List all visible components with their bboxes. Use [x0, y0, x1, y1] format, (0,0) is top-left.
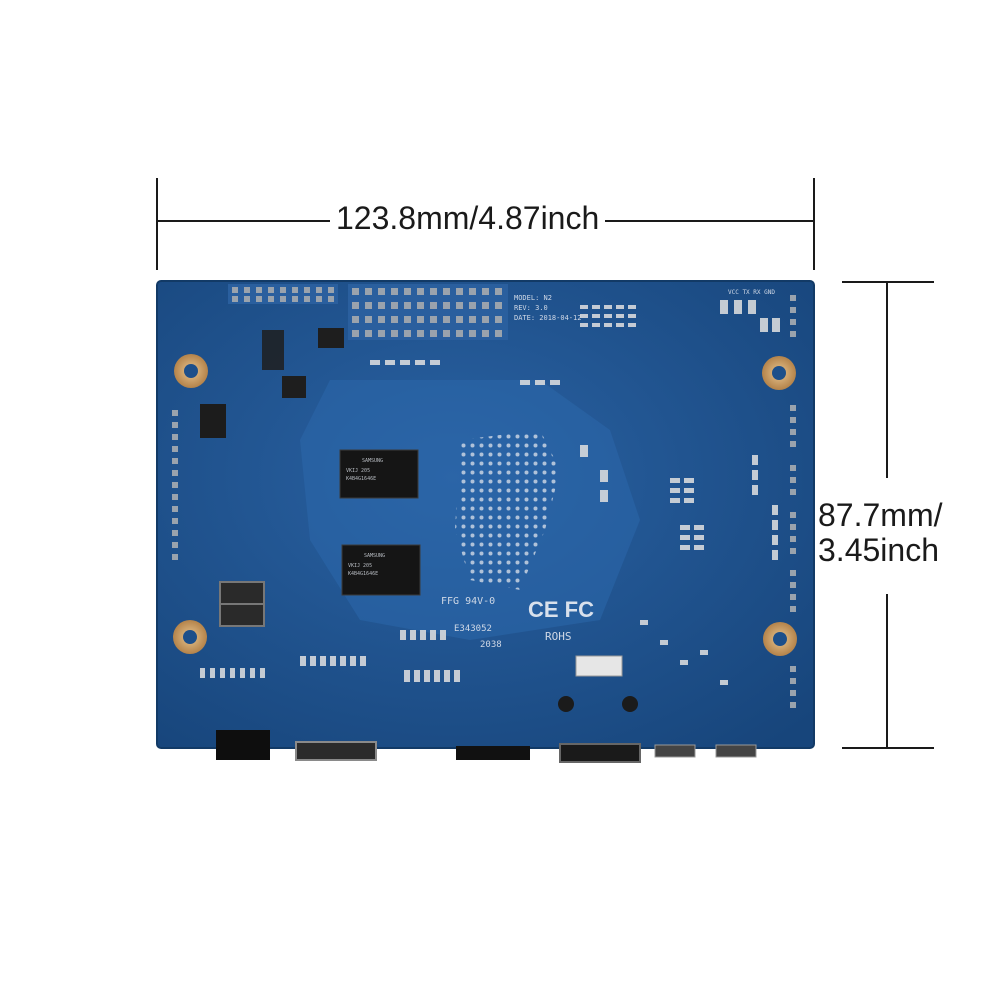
- svg-text:SAMSUNG: SAMSUNG: [362, 458, 383, 464]
- gpio-header-main: [348, 284, 508, 340]
- gpio-header-left: [228, 284, 338, 304]
- height-dimension-label-line1: 87.7mm/: [818, 497, 943, 533]
- small-ic-1: [318, 328, 344, 348]
- memory-chip-2: SAMSUNG VKIJ 205 K4B4G1646E: [341, 544, 421, 596]
- date-text: DATE: 2018-04-12: [514, 314, 581, 322]
- width-dimension-label: 123.8mm/4.87inch: [330, 202, 606, 234]
- right-pin-header: [790, 295, 796, 708]
- bottom-connectors: [216, 655, 757, 763]
- model-silkscreen: MODEL: N2 REV: 3.0 DATE: 2018-04-12: [514, 294, 581, 322]
- svg-text:VKIJ 205: VKIJ 205: [346, 468, 370, 474]
- rev-text: REV: 3.0: [514, 304, 548, 312]
- height-dimension-top-tick: [842, 281, 934, 283]
- height-dimension-bottom-tick: [842, 747, 934, 749]
- height-dimension-line-upper: [886, 282, 888, 478]
- hdmi-port: [295, 741, 377, 761]
- via-field: [455, 430, 560, 590]
- svg-text:2038: 2038: [480, 640, 502, 650]
- small-ic-3: [262, 330, 284, 370]
- audio-jack: [456, 746, 530, 760]
- svg-text:K4B4G1646E: K4B4G1646E: [346, 476, 376, 482]
- width-dimension-left-tick: [156, 178, 158, 270]
- svg-text:FFG 94V-0: FFG 94V-0: [441, 596, 495, 607]
- mounting-hole-bottom-left: [173, 620, 207, 654]
- dc-jack: [216, 730, 270, 760]
- power-inductor-1: [219, 581, 265, 605]
- fcc-ce-mark: CE FC: [528, 597, 594, 622]
- smd-components: [200, 300, 780, 685]
- mounting-hole-top-right: [762, 356, 796, 390]
- memory-chip-1: SAMSUNG VKIJ 205 K4B4G1646E: [339, 449, 419, 499]
- regulator-chip-left: [200, 404, 226, 438]
- led-1: [558, 696, 574, 712]
- mounting-hole-top-left: [174, 354, 208, 388]
- certification-marks: FFG 94V-0 E343052 2038 CE FC ROHS: [441, 596, 594, 650]
- mounting-hole-bottom-right: [763, 622, 797, 656]
- usb-port-2: [715, 744, 757, 758]
- model-text: MODEL: N2: [514, 294, 552, 302]
- ethernet-port: [559, 743, 641, 763]
- small-ic-2: [282, 376, 306, 398]
- svg-text:K4B4G1646E: K4B4G1646E: [348, 571, 378, 577]
- svg-text:VKIJ 205: VKIJ 205: [348, 563, 372, 569]
- left-pin-header: [172, 410, 178, 560]
- bottom-white-header: [575, 655, 623, 677]
- svg-text:E343052: E343052: [454, 624, 492, 634]
- width-dimension-right-tick: [813, 178, 815, 270]
- led-2: [622, 696, 638, 712]
- power-inductor-2: [219, 603, 265, 627]
- uart-label: VCC TX RX GND: [728, 289, 775, 296]
- svg-text:ROHS: ROHS: [545, 630, 572, 643]
- height-dimension-label-line2: 3.45inch: [818, 532, 939, 568]
- height-dimension-line-lower: [886, 594, 888, 748]
- usb-port-1: [654, 744, 696, 758]
- svg-text:SAMSUNG: SAMSUNG: [364, 553, 385, 559]
